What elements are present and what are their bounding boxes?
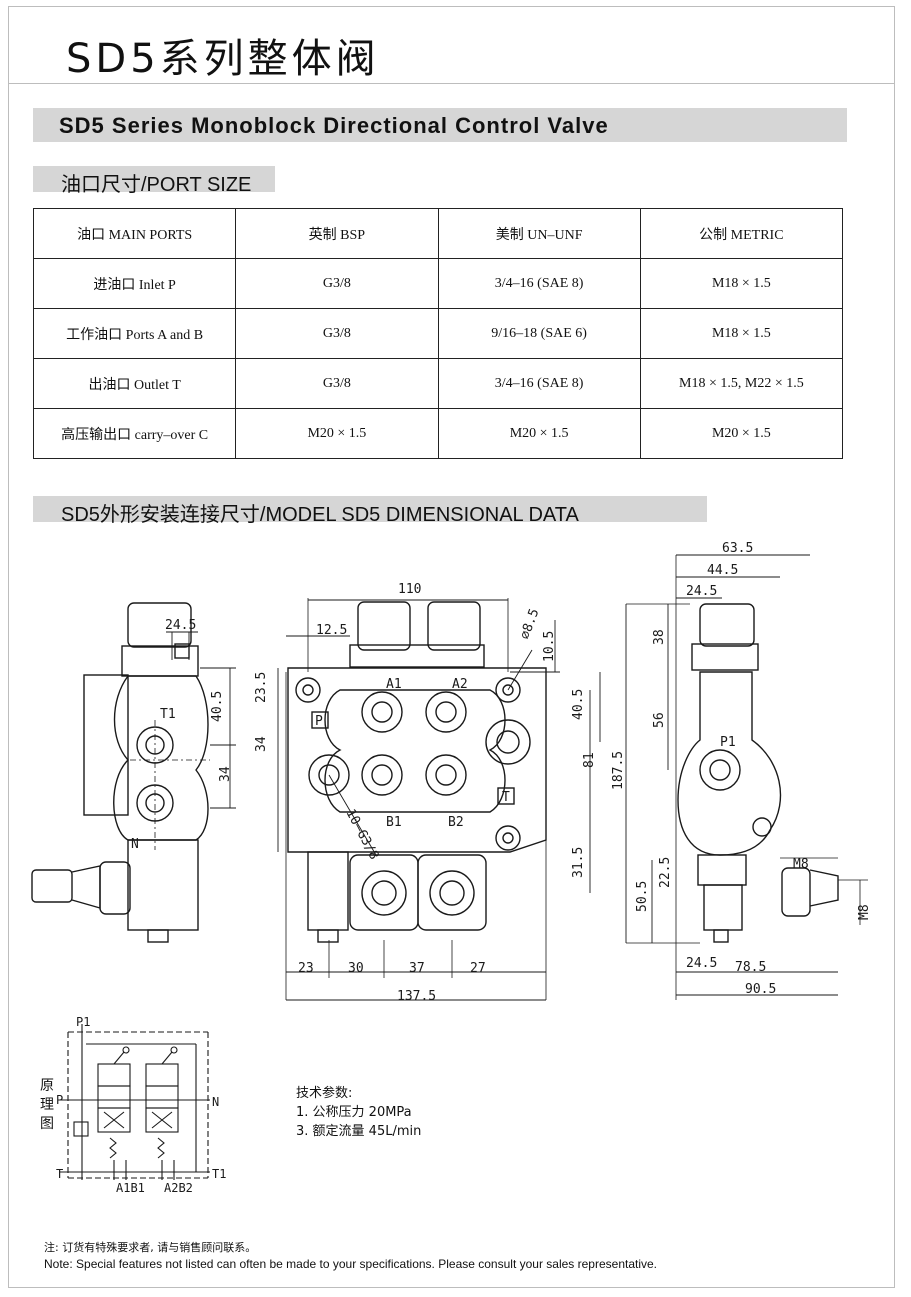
table-row: 进油口 Inlet P G3/8 3/4–16 (SAE 8) M18 × 1.…: [32, 258, 844, 309]
dim-front-hole: ⌀8.5: [518, 607, 543, 642]
dim-front-27: 27: [470, 961, 486, 976]
label-m8-side: M8: [857, 904, 872, 920]
schem-p: P: [56, 1093, 63, 1107]
port-size-table: 油口 MAIN PORTS 英制 BSP 美制 UN–UNF 公制 METRIC…: [32, 208, 844, 459]
label-p: P: [315, 714, 323, 729]
label-m8-top: M8: [793, 857, 809, 872]
footer-note: 注: 订货有特殊要求者, 请与销售顾问联系。 Note: Special fea…: [44, 1240, 657, 1272]
dim-front-34: 34: [254, 736, 269, 752]
table-header-row: 油口 MAIN PORTS 英制 BSP 美制 UN–UNF 公制 METRIC: [32, 208, 844, 259]
port-size-heading: 油口尺寸/PORT SIZE: [33, 166, 275, 196]
right-side-view: [625, 554, 868, 1000]
dim-front-30: 30: [348, 961, 364, 976]
schem-t: T: [56, 1167, 63, 1181]
schem-a1b1: A1B1: [116, 1181, 145, 1195]
table-cell: 3/4–16 (SAE 8): [437, 358, 641, 409]
port-size-heading-text: 油口尺寸/PORT SIZE: [61, 174, 252, 196]
table-cell: G3/8: [235, 258, 439, 309]
header-cell: 美制 UN–UNF: [437, 208, 641, 259]
table-cell: 进油口 Inlet P: [32, 258, 237, 309]
table-cell: 9/16–18 (SAE 6): [437, 308, 641, 359]
dim-right-635: 63.5: [722, 541, 753, 556]
front-view: [277, 598, 601, 1001]
tech-item-flow: 3. 额定流量 45L/min: [296, 1124, 422, 1139]
schem-n: N: [212, 1095, 219, 1109]
dim-front-235: 23.5: [254, 672, 269, 703]
dimensional-heading: SD5外形安装连接尺寸/MODEL SD5 DIMENSIONAL DATA: [33, 496, 707, 526]
page-frame: [8, 6, 895, 1288]
hydraulic-schematic: [60, 1024, 210, 1180]
dim-front-81: 81: [582, 752, 597, 768]
label-t: T: [502, 790, 510, 805]
table-cell: M20 × 1.5: [235, 408, 439, 459]
table-cell: M18 × 1.5: [639, 258, 844, 309]
series-banner: SD5 Series Monoblock Directional Control…: [33, 108, 847, 142]
dim-front-125: 12.5: [316, 623, 347, 638]
header-cell: 公制 METRIC: [639, 208, 844, 259]
note-chinese: 注: 订货有特殊要求者, 请与销售顾问联系。: [44, 1241, 257, 1254]
table-cell: G3/8: [235, 358, 439, 409]
dim-right-225: 22.5: [658, 857, 673, 888]
dim-right-785: 78.5: [735, 960, 766, 975]
dimensional-heading-text: SD5外形安装连接尺寸/MODEL SD5 DIMENSIONAL DATA: [61, 504, 579, 526]
label-left-n: N: [131, 837, 139, 852]
dim-right-245: 24.5: [686, 584, 717, 599]
left-side-view: [31, 602, 236, 943]
dim-left-405: 40.5: [210, 691, 225, 722]
dim-front-405: 40.5: [571, 689, 586, 720]
dim-right-905: 90.5: [745, 982, 776, 997]
tech-item-pressure: 1. 公称压力 20MPa: [296, 1105, 412, 1120]
series-banner-text: SD5 Series Monoblock Directional Control…: [59, 113, 609, 138]
table-cell: 出油口 Outlet T: [32, 358, 237, 409]
dim-left-34: 34: [218, 766, 233, 782]
header-cell: 英制 BSP: [235, 208, 439, 259]
table-row: 高压输出口 carry–over C M20 × 1.5 M20 × 1.5 M…: [32, 408, 844, 459]
table-cell: M18 × 1.5: [639, 308, 844, 359]
dim-right-1875: 187.5: [611, 751, 626, 790]
dim-front-315: 31.5: [571, 847, 586, 878]
dim-front-23: 23: [298, 961, 314, 976]
table-cell: M18 × 1.5, M22 × 1.5: [639, 358, 844, 409]
title-zone: SD5系列整体阀: [8, 6, 895, 84]
label-b2: B2: [448, 815, 464, 830]
dim-right-445: 44.5: [707, 563, 738, 578]
table-cell: M20 × 1.5: [639, 408, 844, 459]
dim-front-110: 110: [398, 582, 421, 597]
schematic-label: 原理图: [40, 1078, 54, 1132]
table-cell: 高压输出口 carry–over C: [32, 408, 237, 459]
dim-front-1375: 137.5: [397, 989, 436, 1004]
tech-heading: 技术参数:: [296, 1086, 353, 1101]
dim-right-b245: 24.5: [686, 956, 717, 971]
label-left-t1: T1: [160, 707, 176, 722]
tech-parameters: 技术参数: 1. 公称压力 20MPa 3. 额定流量 45L/min: [296, 1084, 421, 1141]
dim-front-37: 37: [409, 961, 425, 976]
schem-a2b2: A2B2: [164, 1181, 193, 1195]
table-row: 工作油口 Ports A and B G3/8 9/16–18 (SAE 6) …: [32, 308, 844, 359]
dim-left-245: 24.5: [165, 618, 196, 633]
page-title: SD5系列整体阀: [66, 36, 380, 82]
note-english: Note: Special features not listed can of…: [44, 1257, 658, 1271]
label-a2: A2: [452, 677, 468, 692]
dim-right-505: 50.5: [635, 881, 650, 912]
dim-front-105: 10.5: [542, 631, 557, 662]
label-p1: P1: [720, 735, 736, 750]
dim-right-38: 38: [652, 629, 667, 645]
schem-p1: P1: [76, 1015, 90, 1029]
table-row: 出油口 Outlet T G3/8 3/4–16 (SAE 8) M18 × 1…: [32, 358, 844, 409]
schem-t1: T1: [212, 1167, 226, 1181]
label-a1: A1: [386, 677, 402, 692]
table-cell: M20 × 1.5: [437, 408, 641, 459]
dim-right-56: 56: [652, 712, 667, 728]
label-b1: B1: [386, 815, 402, 830]
